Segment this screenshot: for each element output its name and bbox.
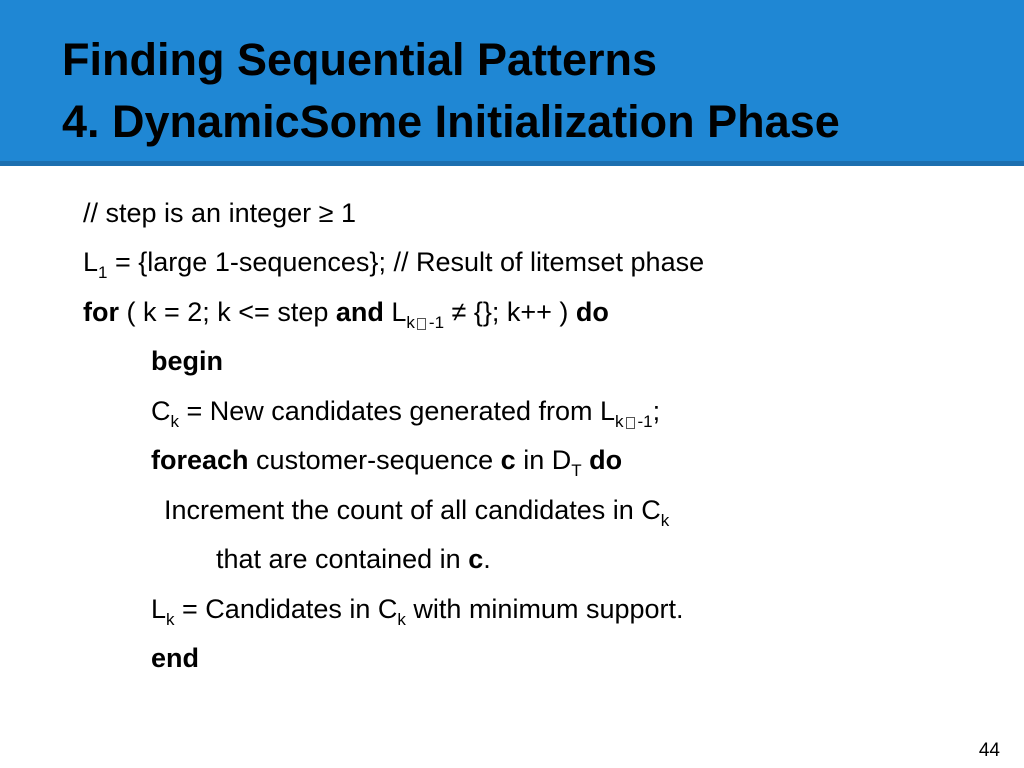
page-number: 44 — [978, 740, 1000, 761]
keyword-begin: begin — [151, 346, 223, 376]
subscript-minus-one: -1 — [637, 412, 653, 431]
code-line-4: begin — [151, 344, 223, 378]
code-line-3: for ( k = 2; k <= step and Lk -1 ≠ {}; k+… — [83, 295, 609, 333]
keyword-and: and — [335, 297, 384, 327]
subscript: k -1 — [406, 313, 444, 332]
missing-glyph-box-icon — [416, 317, 426, 330]
statement-text: = Candidates in C — [174, 594, 398, 624]
keyword-for: for — [83, 297, 119, 327]
keyword-foreach: foreach — [151, 445, 249, 475]
keyword-do: do — [575, 297, 609, 327]
statement-text: Increment the count of all candidates in… — [164, 495, 661, 525]
subscript: k — [397, 610, 406, 629]
statement-text: ( k = 2; k <= step — [119, 297, 336, 327]
var-l: L — [151, 594, 167, 624]
statement-text: ; — [652, 396, 661, 426]
code-line-8: that are contained in c. — [216, 542, 491, 576]
slide-header: Finding Sequential Patterns 4. DynamicSo… — [0, 0, 1024, 166]
subscript: k — [166, 610, 175, 629]
code-line-2: L1 = {large 1-sequences}; // Result of l… — [83, 245, 704, 283]
subscript-minus-one: -1 — [428, 313, 445, 332]
subscript-k: k — [615, 412, 624, 431]
code-line-10: end — [151, 641, 199, 675]
statement-text: customer-sequence — [248, 445, 501, 475]
code-line-1: // step is an integer ≥ 1 — [83, 196, 356, 230]
statement-text: that are contained in — [216, 544, 469, 574]
statement-text: = {large 1-sequences}; // Result of lite… — [107, 247, 705, 277]
statement-text: with minimum support. — [405, 594, 684, 624]
keyword-c: c — [500, 445, 516, 475]
subscript: k — [660, 511, 670, 530]
slide-title-line-1: Finding Sequential Patterns — [62, 34, 658, 85]
keyword-c: c — [468, 544, 484, 574]
code-line-9: Lk = Candidates in Ck with minimum suppo… — [151, 592, 684, 630]
subscript: T — [571, 461, 582, 480]
code-line-6: foreach customer-sequence c in DT do — [151, 443, 622, 481]
subscript: k -1 — [615, 412, 653, 431]
statement-text: . — [483, 544, 491, 574]
code-line-7: Increment the count of all candidates in… — [164, 493, 669, 531]
keyword-end: end — [151, 643, 200, 673]
statement-text: ≠ {}; k++ ) — [444, 297, 576, 327]
code-line-5: Ck = New candidates generated from Lk -1; — [151, 394, 660, 432]
statement-text: = New candidates generated from L — [179, 396, 616, 426]
statement-text: in D — [515, 445, 572, 475]
subscript: k — [170, 412, 180, 431]
subscript-k: k — [406, 313, 415, 332]
slide-title-line-2: 4. DynamicSome Initialization Phase — [62, 96, 840, 147]
missing-glyph-box-icon — [625, 416, 635, 429]
var-l: L — [383, 297, 407, 327]
comment-text: // step is an integer ≥ 1 — [83, 198, 356, 228]
keyword-do: do — [581, 445, 623, 475]
var-l: L — [83, 247, 99, 277]
subscript: 1 — [98, 263, 108, 282]
var-c: C — [151, 396, 171, 426]
